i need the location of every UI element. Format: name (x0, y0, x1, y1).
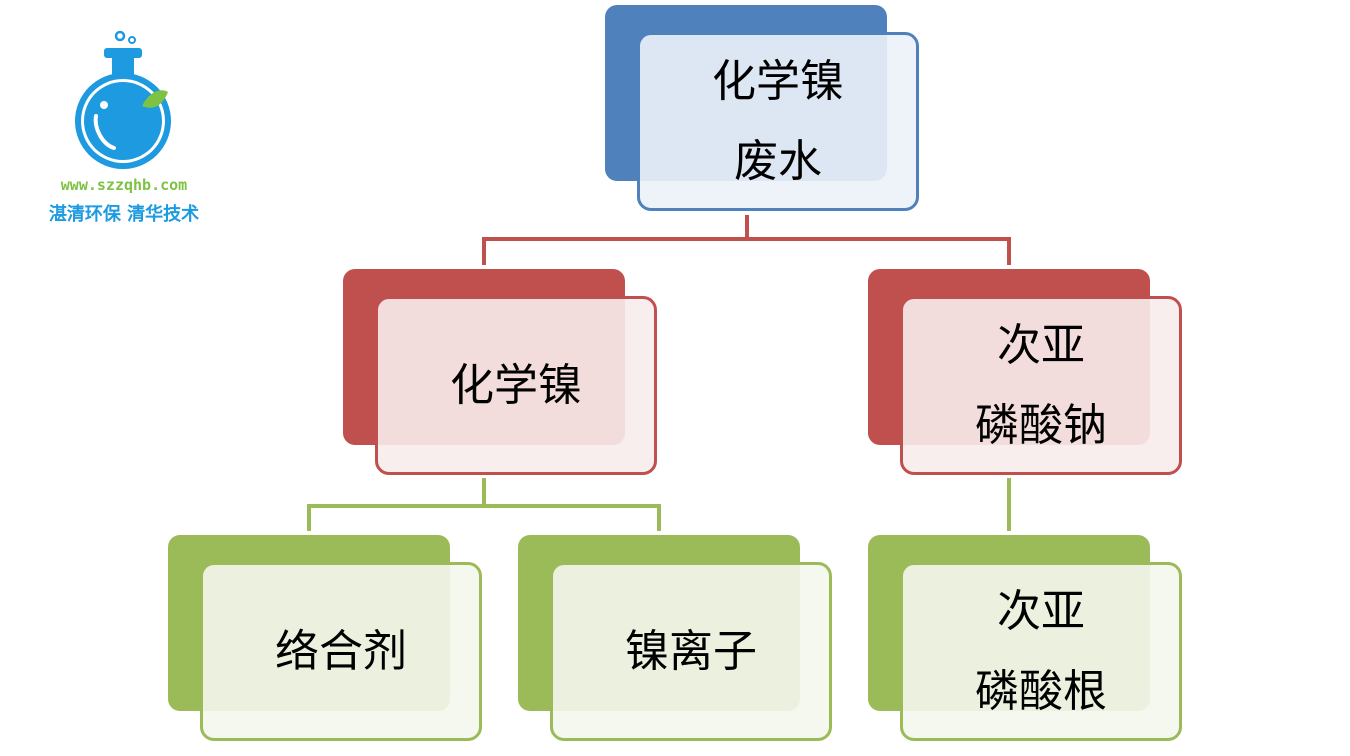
connector-root-to-level2 (482, 237, 1011, 265)
flask-leaf-icon (75, 30, 171, 169)
node-complexing-agent-box: 络合剂 (200, 562, 482, 741)
node-nickel-ion-label: 镍离子 (625, 625, 757, 677)
connector-chem-nickel-to-children (307, 504, 661, 531)
company-logo: www.szzqhb.com 湛清环保 清华技术 (14, 28, 234, 238)
node-root-box: 化学镍 废水 (637, 32, 919, 211)
node-complexing-agent-label: 络合剂 (275, 625, 407, 677)
node-root-label: 化学镍 废水 (712, 55, 844, 187)
node-chemical-nickel-label: 化学镍 (450, 359, 582, 411)
node-sodium-hypophosphite-box: 次亚 磷酸钠 (900, 296, 1182, 475)
node-sodium-hypophosphite-label: 次亚 磷酸钠 (975, 319, 1107, 451)
node-chemical-nickel-box: 化学镍 (375, 296, 657, 475)
node-nickel-ion-box: 镍离子 (550, 562, 832, 741)
node-hypophosphite-ion-label: 次亚 磷酸根 (975, 585, 1107, 717)
logo-slogan: 湛清环保 清华技术 (48, 204, 200, 225)
logo-url: www.szzqhb.com (60, 176, 188, 194)
node-hypophosphite-ion-box: 次亚 磷酸根 (900, 562, 1182, 741)
